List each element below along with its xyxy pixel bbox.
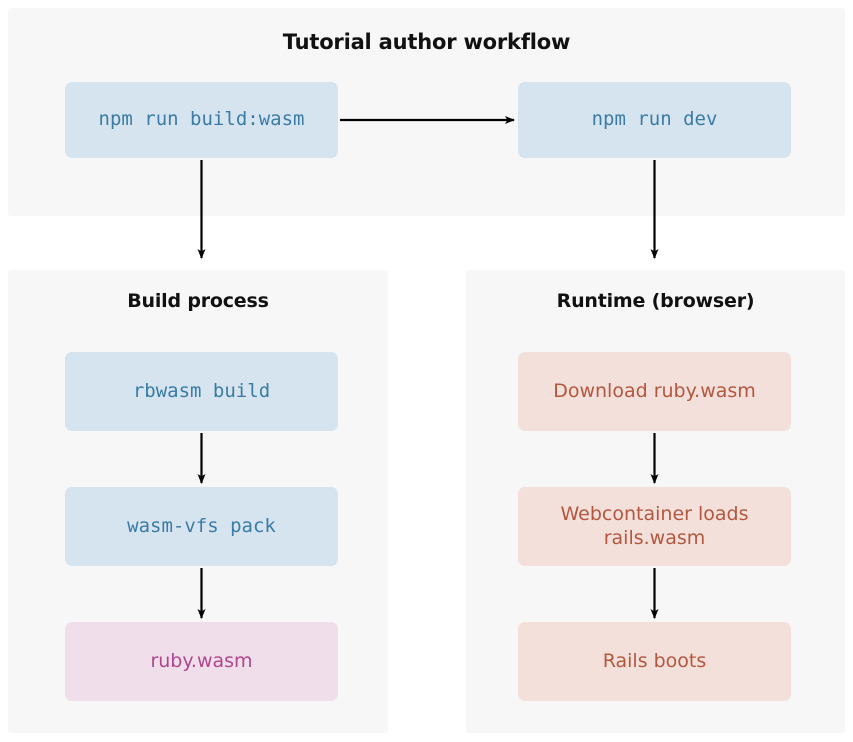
node-ruby-wasm[interactable]: ruby.wasm [65, 622, 338, 701]
node-label-wasm-vfs-pack: wasm-vfs pack [127, 514, 276, 537]
node-npm-run-dev[interactable]: npm run dev [518, 82, 791, 158]
node-label-rbwasm-build: rbwasm build [132, 379, 271, 402]
node-webcontainer-loads-rails-wasm[interactable]: Webcontainer loads rails.wasm [518, 487, 791, 566]
node-npm-run-build-wasm[interactable]: npm run build:wasm [65, 82, 338, 158]
node-download-ruby-wasm[interactable]: Download ruby.wasm [518, 352, 791, 431]
node-label-npm-run-dev: npm run dev [591, 108, 718, 131]
node-label-webcontainer-loads-rails-wasm: Webcontainer loads rails.wasm [560, 502, 749, 549]
node-label-npm-run-build-wasm: npm run build:wasm [98, 108, 305, 131]
node-label-rails-boots: Rails boots [602, 649, 707, 672]
node-rbwasm-build[interactable]: rbwasm build [65, 352, 338, 431]
panel-title-build-process: Build process [127, 290, 269, 312]
node-label-download-ruby-wasm: Download ruby.wasm [553, 379, 756, 402]
node-rails-boots[interactable]: Rails boots [518, 622, 791, 701]
panel-title-runtime-browser: Runtime (browser) [556, 290, 755, 312]
node-label-ruby-wasm: ruby.wasm [150, 649, 253, 672]
panel-title-tutorial-author-workflow: Tutorial author workflow [282, 30, 571, 54]
node-wasm-vfs-pack[interactable]: wasm-vfs pack [65, 487, 338, 566]
